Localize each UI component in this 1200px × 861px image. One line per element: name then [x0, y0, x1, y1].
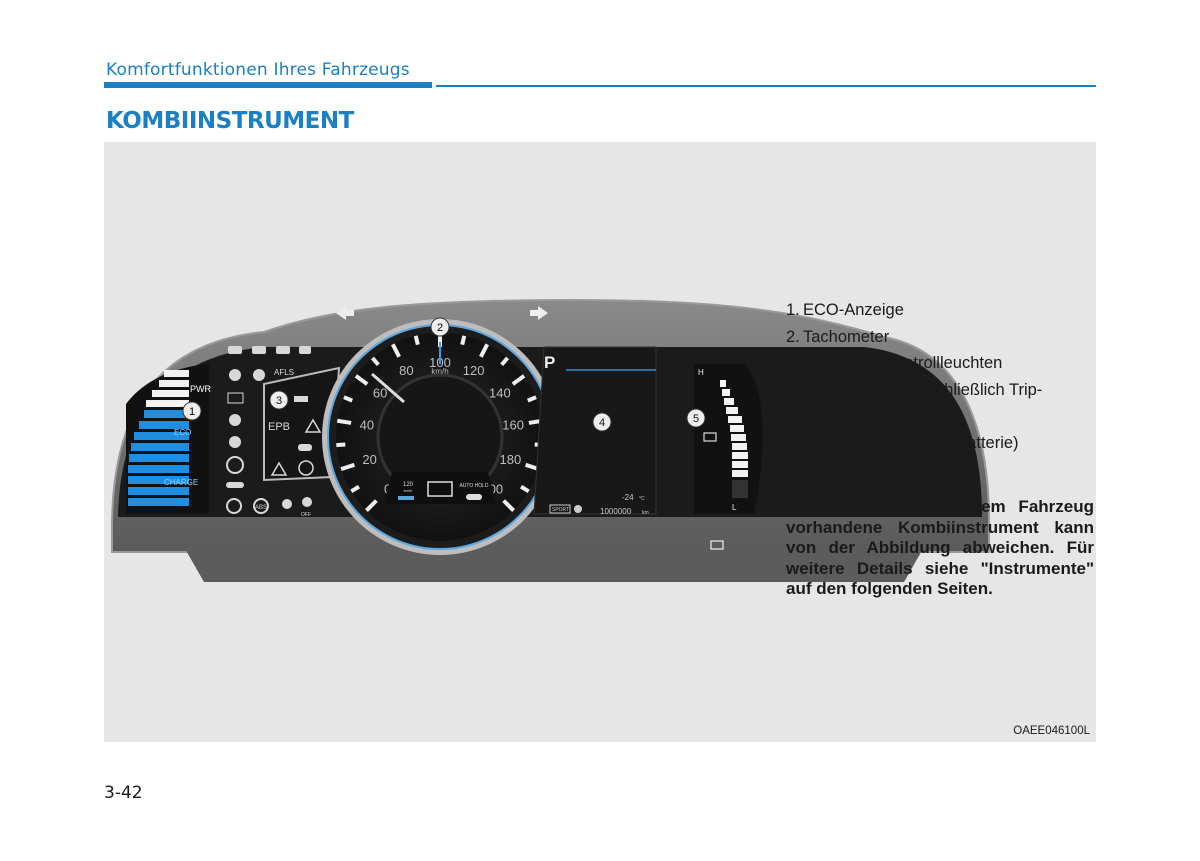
legend-item: 1.ECO-Anzeige	[786, 297, 1106, 324]
lcd-display: P 4 -24 °C 1000000 km SPORT	[534, 347, 656, 516]
legend-item: 4.LCD-Display (einschließlich Trip-Compu…	[786, 377, 1106, 430]
legend-list: 1.ECO-Anzeige 2.Tachometer 3.Warn- und K…	[786, 297, 1106, 456]
header-rule-thin	[436, 85, 1096, 87]
abs-label: ABS	[255, 505, 267, 511]
charging-plug-icon	[294, 396, 308, 402]
speedometer: 020406080100120140160180200 km/h 2 120 k…	[322, 318, 558, 555]
lcd-odometer-unit: km	[642, 510, 649, 516]
speed-limit-unit: km/h	[404, 488, 413, 493]
gear-indicator: P	[544, 353, 555, 372]
speed-tick	[416, 336, 418, 345]
callout-1: 1	[189, 406, 195, 418]
callout-3: 3	[276, 395, 282, 407]
header-rule-thick	[104, 82, 432, 88]
light-icon	[253, 369, 265, 381]
figure-panel: PWR ECO CHARGE 1 AFLS ABS OFF	[104, 142, 1096, 742]
speed-label: 180	[500, 452, 522, 467]
lead-car-icon	[466, 494, 482, 500]
eco-label-eco: ECO	[174, 428, 191, 437]
speed-tick	[337, 421, 351, 423]
seatbelt-icon	[229, 436, 241, 448]
lcd-temperature: -24	[622, 493, 634, 502]
speed-tick	[462, 336, 464, 345]
tire-pressure-icon	[229, 369, 241, 381]
lcd-odometer: 1000000	[600, 507, 632, 516]
figure-code: OAEE046100L	[1013, 725, 1090, 737]
section-title: Komfortfunktionen Ihres Fahrzeugs	[106, 60, 410, 80]
afls-label: AFLS	[274, 368, 294, 377]
rear-fog-icon	[299, 346, 311, 354]
lcd-temp-unit: °C	[639, 496, 645, 502]
speed-label: 20	[362, 452, 376, 467]
headlight-icon	[228, 346, 242, 354]
lcd-car-icon	[574, 505, 582, 513]
speed-tick	[336, 444, 345, 445]
key-icon	[226, 482, 244, 488]
esc-icon	[282, 499, 292, 509]
legend-item: 3.Warn- und Kontrollleuchten	[786, 350, 1106, 377]
eco-label-charge: CHARGE	[164, 478, 198, 487]
speed-label: 140	[489, 386, 511, 401]
fog-light-icon	[276, 346, 290, 354]
battery-low-label: L	[732, 503, 737, 512]
speed-label: 60	[373, 386, 387, 401]
battery-high-label: H	[698, 368, 704, 377]
speed-label: 120	[463, 363, 485, 378]
epb-label: EPB	[268, 421, 290, 433]
car-icon	[298, 444, 312, 451]
low-beam-icon	[252, 346, 266, 354]
airbag-icon	[229, 414, 241, 426]
speed-label: 80	[399, 363, 413, 378]
page-heading: KOMBIINSTRUMENT	[106, 108, 354, 134]
speed-label: 40	[360, 417, 374, 432]
legend-item: 5.Ladestandsanzeige (Batterie)	[786, 430, 1106, 457]
legend-item: 2.Tachometer	[786, 324, 1106, 351]
disclaimer-note: Das tatsächlich in Ihrem Fahrzeug vorhan…	[786, 497, 1094, 600]
lane-icon	[398, 496, 414, 500]
callout-4: 4	[599, 417, 605, 429]
esc-off-label: OFF	[301, 512, 311, 518]
page-number: 3-42	[104, 783, 143, 803]
eco-gauge: PWR ECO CHARGE 1	[126, 364, 211, 514]
auto-hold-label: AUTO HOLD	[459, 483, 488, 489]
esc-off-icon	[302, 497, 312, 507]
eco-label-pwr: PWR	[190, 384, 211, 394]
speed-label: 160	[502, 417, 524, 432]
drive-mode-label: SPORT	[552, 507, 569, 513]
callout-5: 5	[693, 413, 699, 425]
callout-2: 2	[437, 322, 443, 334]
